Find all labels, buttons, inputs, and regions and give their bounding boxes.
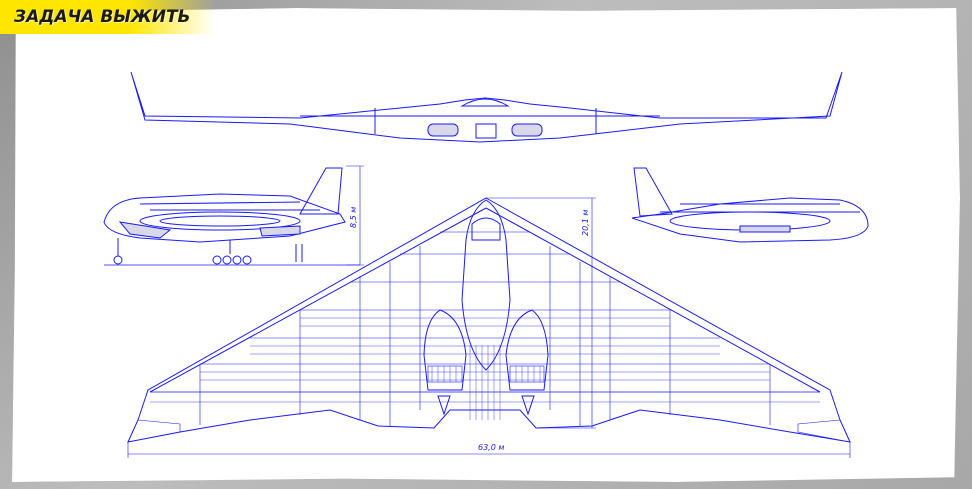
top-view-engine-left (423, 309, 467, 391)
length-dimension-label: 20,1 м (581, 210, 590, 236)
wingtip-left (127, 419, 181, 443)
top-view-leading-edge-inner (149, 207, 821, 393)
side-view-right-panel (739, 225, 791, 233)
channel-badge: ЗАДАЧА ВЫЖИТЬ (0, 0, 215, 34)
side-view-panel-line (139, 201, 301, 205)
top-view (127, 197, 851, 458)
side-view-right-fuselage (631, 197, 869, 243)
front-view-gear-bay (475, 123, 497, 139)
top-view-wing-outline (127, 197, 851, 443)
side-view-right-tail-fin (633, 167, 673, 217)
channel-badge-text: ЗАДАЧА ВЫЖИТЬ (14, 7, 191, 27)
wingtip-right (797, 419, 851, 443)
side-view-right (631, 167, 869, 243)
height-dimension-label: 8,5 м (349, 207, 358, 228)
side-view-main-wheel (242, 255, 252, 265)
side-view-left (103, 165, 364, 266)
front-view-intake-right (511, 123, 543, 137)
front-view (130, 71, 843, 143)
side-view-main-wheel (212, 255, 222, 265)
front-view-intake-left (427, 123, 459, 137)
side-view-main-wheel (222, 255, 232, 265)
front-view-canopy (460, 98, 510, 107)
side-view-wing-oval-inner (159, 215, 281, 227)
top-view-engine-right-exhaust (509, 365, 545, 383)
side-view-nose-wheel (113, 255, 123, 265)
nozzle-right (521, 395, 535, 416)
top-view-engine-right (505, 309, 549, 391)
span-dimension-label: 63,0 м (478, 443, 504, 452)
side-view-wing-oval (139, 211, 301, 231)
top-view-engine-left-exhaust (427, 365, 463, 383)
blueprint-sheet (12, 8, 960, 482)
side-view-intake (259, 225, 301, 237)
side-view-main-wheel (232, 255, 242, 265)
side-view-nose-panel (118, 221, 172, 239)
top-view-fuselage (461, 199, 511, 371)
front-view-wing-outline (130, 71, 843, 143)
nozzle-left (437, 395, 451, 416)
top-view-cockpit (471, 217, 501, 241)
side-view-tail-fin (299, 167, 343, 215)
side-view-fuselage (103, 193, 346, 243)
